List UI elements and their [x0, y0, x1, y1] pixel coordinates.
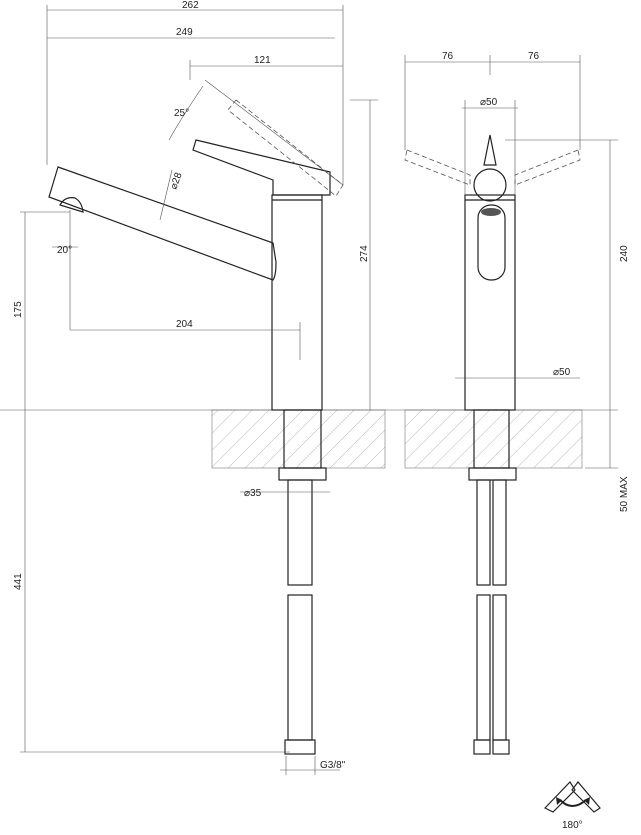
dim-76-right: 76: [528, 51, 540, 62]
dim-diameter-50-top: ⌀50: [480, 97, 498, 108]
aerator-front: [481, 208, 501, 216]
dim-50-max: 50 MAX: [619, 476, 630, 512]
lever-left-outline: [404, 149, 471, 186]
spout-front: [477, 204, 506, 281]
dim-diameter-50-body: ⌀50: [553, 367, 571, 378]
front-view: 76 76 ⌀50 ⌀50 240 50 MAX: [400, 51, 630, 755]
lever-hub: [473, 168, 507, 202]
aerator: [59, 197, 84, 213]
mounting-nut-front: [468, 467, 517, 481]
angle-25: 25°: [174, 108, 189, 119]
hose-left-lower: [287, 594, 313, 741]
dim-121: 121: [254, 55, 271, 66]
dim-175: 175: [13, 301, 24, 318]
hose-fitting: [284, 739, 316, 755]
dim-441: 441: [13, 573, 24, 590]
rotation-label: 180°: [562, 820, 583, 831]
dim-274: 274: [359, 245, 370, 262]
lever-raised-outline: [227, 99, 344, 197]
lever-right-outline: [514, 149, 581, 186]
side-view: 262 249 121 25° ⌀28 20° 175 204 274 441 …: [0, 0, 400, 775]
countertop-section-front: [404, 409, 583, 469]
lever: [192, 139, 331, 196]
rotation-icon: 180°: [544, 781, 601, 831]
tap-body-front: [464, 194, 516, 411]
hose-front-a: [476, 594, 491, 741]
dim-204: 204: [176, 319, 193, 330]
mounting-nut: [278, 467, 327, 481]
tap-body: [271, 194, 323, 411]
spout: [48, 166, 277, 281]
dim-76-left: 76: [442, 51, 454, 62]
dim-240: 240: [619, 245, 630, 262]
thread-g38: G3/8": [320, 760, 346, 771]
dim-262: 262: [182, 0, 199, 11]
dim-diameter-35: ⌀35: [244, 488, 262, 499]
hose-left: [287, 479, 313, 586]
countertop-section: [211, 409, 386, 469]
dim-249: 249: [176, 27, 193, 38]
lever-front: [483, 134, 497, 166]
hose-front-b: [492, 594, 507, 741]
angle-20: 20°: [57, 245, 72, 256]
